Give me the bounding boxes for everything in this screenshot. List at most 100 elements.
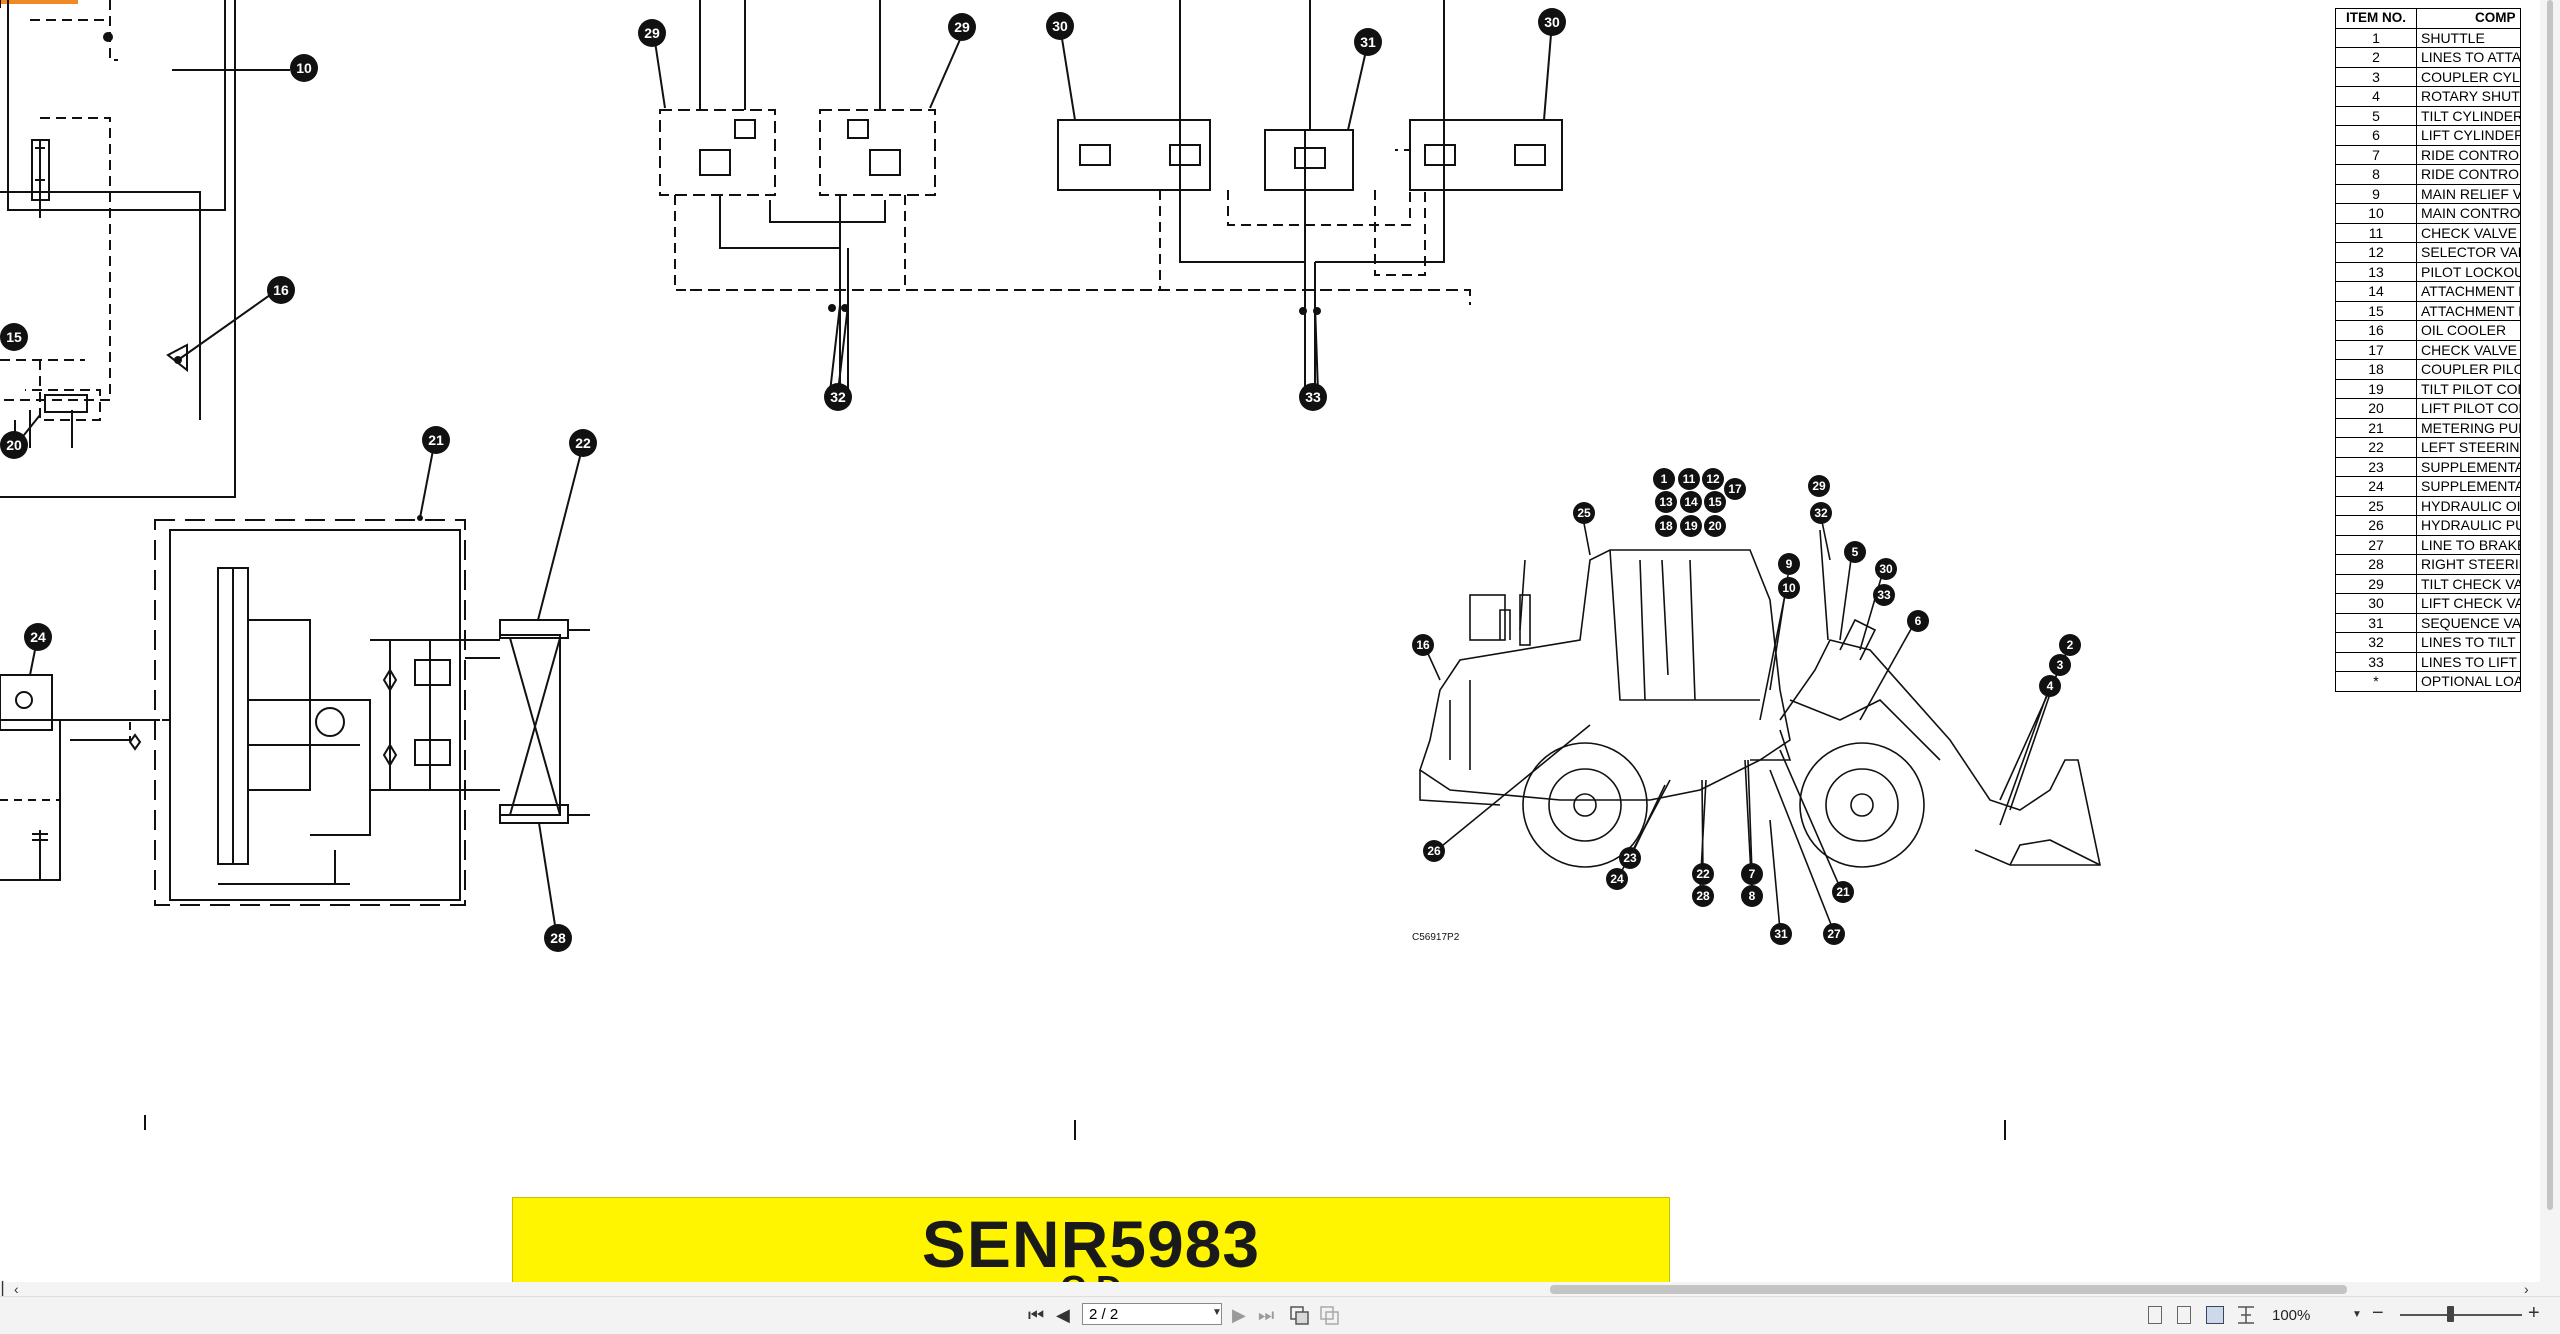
marker-7-label: 7 (1749, 867, 1756, 881)
next-page-icon[interactable]: ▶ (1232, 1305, 1246, 1325)
marker-23: 23 (1619, 847, 1641, 869)
item-number: 23 (2335, 456, 2417, 477)
item-number: 31 (2335, 612, 2417, 633)
component-description: METERING PUMP (2416, 417, 2521, 438)
callout-16-label: 16 (273, 282, 289, 298)
single-page-view-icon[interactable] (2148, 1306, 2162, 1324)
callout-24-label: 24 (30, 629, 46, 645)
marker-33: 33 (1873, 584, 1895, 606)
vertical-scroll-thumb[interactable] (2547, 0, 2553, 1210)
item-number: 21 (2335, 417, 2417, 438)
component-description: ROTARY SHUTO (2416, 86, 2521, 107)
document-title-banner: SENR5983 C D (512, 1197, 1670, 1282)
component-description: LIFT CYLINDERS (2416, 125, 2521, 146)
marker-32: 32 (1810, 502, 1832, 524)
header-item-no: ITEM NO. (2335, 8, 2417, 29)
marker-3: 3 (2049, 654, 2071, 676)
scroll-right-arrow-icon[interactable]: › (2524, 1281, 2529, 1297)
component-description: HYDRAULIC OIL (2416, 495, 2521, 516)
horizontal-scroll-thumb[interactable] (1550, 1285, 2347, 1294)
marker-3-label: 3 (2057, 658, 2064, 672)
marker-19-label: 19 (1684, 519, 1698, 533)
marker-9: 9 (1778, 553, 1800, 575)
marker-22-label: 22 (1696, 867, 1710, 881)
marker-6-label: 6 (1915, 614, 1922, 628)
item-number: 17 (2335, 339, 2417, 360)
component-description: LEFT STEERING (2416, 437, 2521, 458)
component-description: SELECTOR VALV (2416, 242, 2521, 263)
zoom-out-icon[interactable]: − (2372, 1302, 2384, 1324)
marker-1-label: 1 (1661, 472, 1668, 486)
callout-10: 10 (290, 54, 318, 82)
fit-page-icon[interactable] (2236, 1305, 2256, 1325)
callout-16: 16 (267, 276, 295, 304)
marker-31: 31 (1770, 923, 1792, 945)
marker-15-label: 15 (1708, 495, 1722, 509)
copy-page-icon[interactable] (1290, 1306, 1310, 1326)
component-description: TILT PILOT CONT (2416, 378, 2521, 399)
marker-2-label: 2 (2067, 638, 2074, 652)
zoom-level[interactable]: 100% (2272, 1307, 2311, 1324)
component-description: SEQUENCE VALV (2416, 612, 2521, 633)
page-number-input[interactable] (1082, 1303, 1222, 1325)
callout-32-label: 32 (830, 389, 846, 405)
page-dropdown-icon[interactable]: ▼ (1212, 1307, 1222, 1318)
marker-22: 22 (1692, 863, 1714, 885)
callout-29a-label: 29 (644, 25, 660, 41)
item-number: 29 (2335, 573, 2417, 594)
two-page-view-icon[interactable] (2206, 1306, 2224, 1324)
scroll-left-icon[interactable]: ▏ (2, 1281, 13, 1297)
last-page-icon[interactable]: ⏭ (1258, 1305, 1275, 1325)
scroll-left-arrow-icon[interactable]: ‹ (14, 1281, 19, 1297)
marker-18-label: 18 (1659, 519, 1673, 533)
component-description: ATTACHMENT PI (2416, 300, 2521, 321)
marker-20: 20 (1704, 515, 1726, 537)
marker-26: 26 (1423, 840, 1445, 862)
zoom-dropdown-icon[interactable]: ▼ (2352, 1309, 2362, 1320)
item-number: 18 (2335, 359, 2417, 380)
zoom-in-icon[interactable]: + (2528, 1302, 2540, 1324)
item-number: 28 (2335, 554, 2417, 575)
item-number: 14 (2335, 281, 2417, 302)
first-page-icon[interactable]: ⏮ (1028, 1305, 1045, 1325)
marker-11-label: 11 (1683, 472, 1696, 486)
component-description: RIDE CONTROL (2416, 164, 2521, 185)
marker-25-label: 25 (1577, 506, 1591, 520)
callout-30b: 30 (1538, 8, 1566, 36)
item-number: 4 (2335, 86, 2417, 107)
vertical-scrollbar[interactable] (2540, 0, 2560, 1282)
horizontal-scrollbar[interactable]: ▏ ‹ › (0, 1282, 2540, 1296)
marker-23-label: 23 (1623, 851, 1637, 865)
zoom-slider[interactable] (2400, 1314, 2522, 1316)
item-number: 30 (2335, 593, 2417, 614)
component-description: MAIN CONTROL (2416, 203, 2521, 224)
item-number: 27 (2335, 534, 2417, 555)
callout-29b-label: 29 (954, 19, 970, 35)
zoom-slider-handle[interactable] (2447, 1306, 2454, 1322)
callout-29a: 29 (638, 19, 666, 47)
item-number: 13 (2335, 261, 2417, 282)
extract-page-icon[interactable] (1320, 1306, 1340, 1326)
component-description: CHECK VALVE (2416, 339, 2521, 360)
callout-markers: 10 16 15 20 21 22 24 28 29 29 30 31 30 3… (0, 8, 2081, 952)
component-description: TILT CHECK VAL (2416, 573, 2521, 594)
callout-24: 24 (24, 623, 52, 651)
continuous-view-icon[interactable] (2177, 1306, 2191, 1324)
item-number: 10 (2335, 203, 2417, 224)
table-row: 23SUPPLEMENTAL (2335, 456, 2521, 477)
prev-page-icon[interactable]: ◀ (1056, 1305, 1070, 1325)
component-description: SUPPLEMENTAL (2416, 456, 2521, 477)
